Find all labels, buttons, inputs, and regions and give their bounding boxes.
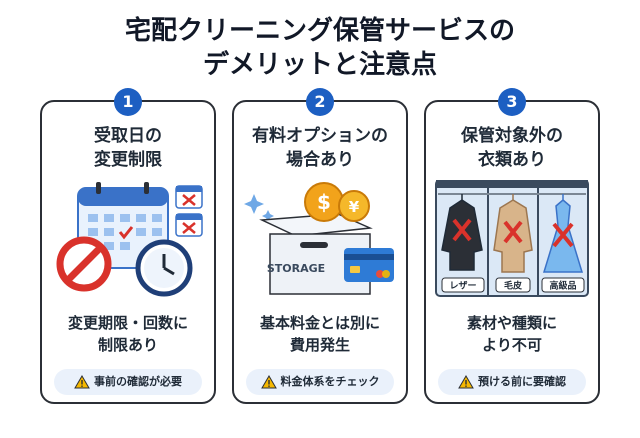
sparkle-icon — [244, 194, 274, 222]
card-title-line: 保管対象外の — [461, 126, 563, 146]
closet-illustration: レザー 毛皮 高級品 — [435, 180, 589, 297]
dollar-coin-icon: $ — [304, 182, 344, 222]
card-note: 預ける前に要確認 — [438, 369, 586, 395]
card-title-line: 変更制限 — [94, 150, 162, 170]
card-title-line: 衣類あり — [478, 150, 546, 170]
card-number-badge: 1 — [114, 88, 142, 116]
fur-coat-icon — [493, 194, 533, 273]
dress-icon — [542, 194, 584, 273]
coin-symbol: $ — [317, 190, 331, 214]
storage-box-illustration: STORAGE $ ¥ — [244, 182, 394, 295]
card-description-line: 制限あり — [97, 336, 158, 354]
card-description: 素材や種類に より不可 — [426, 312, 598, 356]
prohibit-icon — [56, 236, 112, 292]
card-note-text: 料金体系をチェック — [280, 375, 380, 388]
card-title-line: 受取日の — [94, 126, 162, 146]
item-tag-fur: 毛皮 — [504, 280, 523, 292]
main-title-line1: 宅配クリーニング保管サービスの — [124, 16, 515, 46]
card-description-line: 素材や種類に — [466, 314, 557, 332]
card-description: 基本料金とは別に 費用発生 — [234, 312, 406, 356]
card-title-line: 有料オプションの — [252, 126, 388, 146]
card-note: 事前の確認が必要 — [54, 369, 202, 395]
warning-icon — [458, 375, 474, 389]
card-title-line: 場合あり — [286, 150, 354, 170]
card-description-line: 費用発生 — [289, 336, 350, 354]
storage-box-icon: STORAGE — [259, 213, 373, 295]
main-title-line2: デメリットと注意点 — [202, 50, 437, 80]
item-tag-leather: レザー — [449, 281, 476, 292]
card-note-text: 預ける前に要確認 — [478, 375, 566, 388]
card-number-badge: 2 — [306, 88, 334, 116]
card-description-line: より不可 — [482, 336, 542, 354]
card-note: 料金体系をチェック — [246, 369, 394, 395]
item-tag-luxury: 高級品 — [549, 280, 576, 292]
calendar-clock-illustration — [56, 182, 203, 297]
card-paid-options: 2 有料オプションの 場合あり STORAGE $ ¥ — [232, 88, 408, 404]
card-number-badge: 3 — [498, 88, 526, 116]
item-tags: レザー 毛皮 高級品 — [441, 277, 585, 293]
card-title: 受取日の 変更制限 — [42, 124, 214, 172]
small-calendar-x-icon — [175, 185, 203, 237]
card-note-text: 事前の確認が必要 — [94, 375, 182, 388]
card-title: 保管対象外の 衣類あり — [426, 124, 598, 172]
card-excluded-items: 3 保管対象外の 衣類あり レザー 毛皮 高 — [424, 88, 600, 404]
card-title: 有料オプションの 場合あり — [234, 124, 406, 172]
credit-card-icon — [344, 248, 394, 282]
warning-icon — [74, 375, 90, 389]
card-description: 変更期限・回数に 制限あり — [42, 312, 214, 356]
main-title: 宅配クリーニング保管サービスの デメリットと注意点 — [0, 14, 640, 82]
yen-coin-icon: ¥ — [338, 190, 370, 222]
box-label: STORAGE — [267, 262, 325, 275]
clock-icon — [135, 239, 193, 297]
card-description-line: 変更期限・回数に — [67, 314, 188, 332]
warning-icon — [260, 375, 277, 389]
leather-jacket-icon — [441, 194, 483, 271]
card-description-line: 基本料金とは別に — [259, 314, 380, 332]
card-pickup-date-limit: 1 受取日の 変更制限 — [40, 88, 216, 404]
coin-symbol: ¥ — [349, 198, 360, 216]
